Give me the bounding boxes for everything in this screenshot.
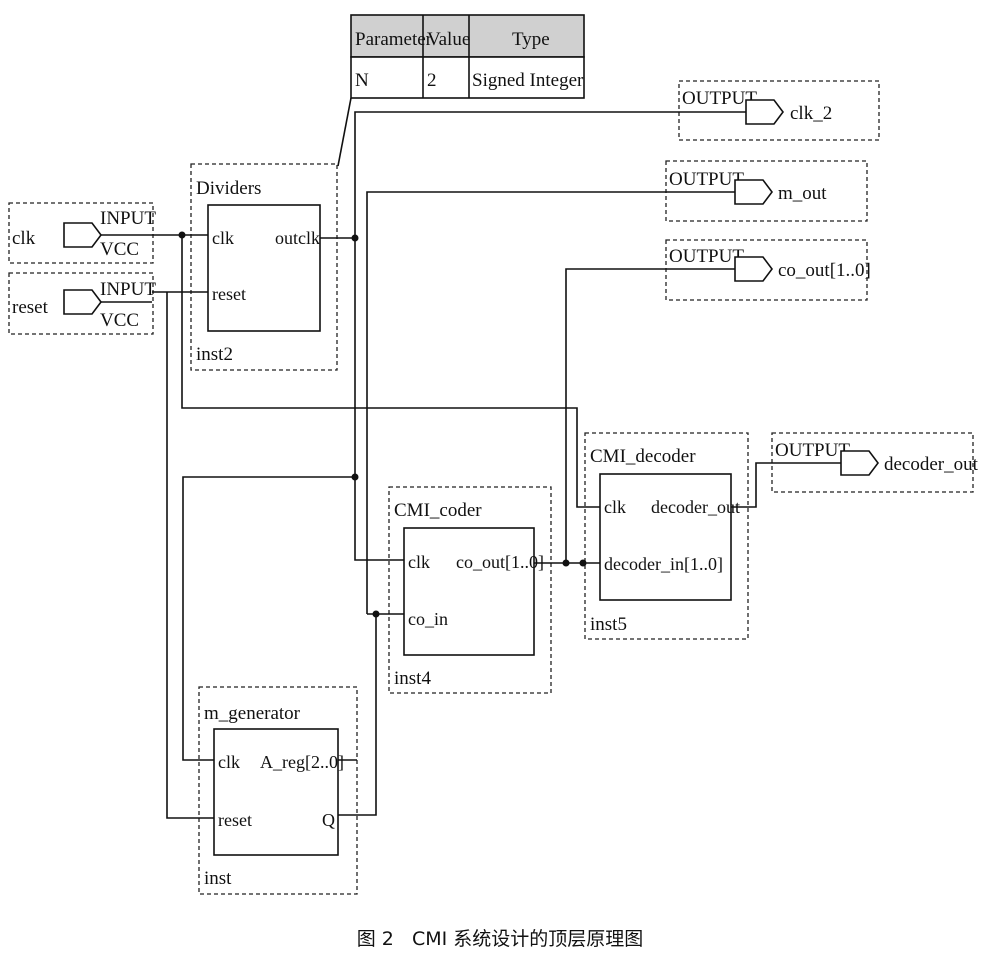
cmi-coder-instance: inst4 <box>394 668 431 689</box>
input-kind-clk: INPUT <box>100 208 156 229</box>
wire-clk2 <box>354 111 746 238</box>
m-generator-port-clk: clk <box>218 752 240 772</box>
cmi-coder-port-clk: clk <box>408 552 430 572</box>
input-name-reset: reset <box>12 297 49 318</box>
input-default-clk: VCC <box>100 239 139 260</box>
block-m-generator: m_generator clk reset A_reg[2..0] Q inst <box>198 686 358 895</box>
param-cell-value: 2 <box>427 70 437 91</box>
input-default-reset: VCC <box>100 310 139 331</box>
junction-dot <box>351 234 359 242</box>
figure-caption: 图 2 CMI 系统设计的顶层原理图 <box>357 928 644 950</box>
output-pin-decoder-out: OUTPUT decoder_out <box>771 432 979 493</box>
block-cmi-coder: CMI_coder clk co_in co_out[1..0] inst4 <box>388 486 552 694</box>
param-header-parameter: Parameter <box>355 29 433 50</box>
cmi-decoder-instance: inst5 <box>590 614 627 635</box>
junction-dot <box>372 610 380 618</box>
output-kind-decoder-out: OUTPUT <box>775 440 850 461</box>
input-kind-reset: INPUT <box>100 279 156 300</box>
junctions <box>178 231 587 618</box>
m-generator-port-a-reg: A_reg[2..0] <box>260 752 344 772</box>
junction-dot <box>579 559 587 567</box>
output-name-clk-2: clk_2 <box>790 103 832 124</box>
wire-decoder-out <box>731 462 841 508</box>
cmi-coder-title: CMI_coder <box>394 500 482 521</box>
param-header-type: Type <box>512 29 550 50</box>
dividers-instance: inst2 <box>196 344 233 365</box>
m-generator-instance: inst <box>204 868 232 889</box>
output-pin-m-out: OUTPUT m_out <box>665 160 868 222</box>
output-kind-clk-2: OUTPUT <box>682 88 757 109</box>
dividers-port-clk: clk <box>212 228 234 248</box>
dividers-port-reset: reset <box>212 284 246 304</box>
cmi-decoder-port-decoder-out: decoder_out <box>651 497 740 517</box>
block-dividers: Dividers clk reset outclk inst2 <box>190 163 338 371</box>
wire-clk-decoder <box>181 235 600 508</box>
output-name-m-out: m_out <box>778 183 827 204</box>
param-header-value: Value <box>427 29 470 50</box>
block-cmi-decoder: CMI_decoder clk decoder_in[1..0] decoder… <box>584 432 749 640</box>
output-pin-co-out: OUTPUT co_out[1..0] <box>665 239 871 301</box>
m-generator-port-reset: reset <box>218 810 252 830</box>
m-generator-port-q: Q <box>322 810 335 830</box>
input-name-clk: clk <box>12 228 36 249</box>
dividers-title: Dividers <box>196 178 261 199</box>
wire-outclk-coder <box>354 238 404 561</box>
input-pin-clk: clk INPUT VCC <box>8 202 156 264</box>
output-kind-m-out: OUTPUT <box>669 169 744 190</box>
output-pin-clk-2: OUTPUT clk_2 <box>678 80 880 141</box>
wire-co-out-pin <box>565 268 735 563</box>
param-cell-type: Signed Integer <box>472 70 584 91</box>
wire-reset-mgen <box>166 292 214 819</box>
cmi-decoder-title: CMI_decoder <box>590 446 696 467</box>
output-name-co-out: co_out[1..0] <box>778 260 871 281</box>
input-pin-reset: reset INPUT VCC <box>8 272 156 335</box>
m-generator-title: m_generator <box>204 703 301 724</box>
cmi-coder-port-co-out: co_out[1..0] <box>456 552 544 572</box>
wire-q <box>338 614 377 816</box>
cmi-coder-port-co-in: co_in <box>408 609 448 629</box>
junction-dot <box>178 231 186 239</box>
output-name-decoder-out: decoder_out <box>884 454 979 475</box>
junction-dot <box>351 473 359 481</box>
output-kind-co-out: OUTPUT <box>669 246 744 267</box>
cmi-decoder-port-decoder-in: decoder_in[1..0] <box>604 554 723 574</box>
cmi-decoder-port-clk: clk <box>604 497 626 517</box>
dividers-port-outclk: outclk <box>275 228 320 248</box>
junction-dot <box>562 559 570 567</box>
parameter-table: Parameter Value Type N 2 Signed Integer <box>337 14 585 167</box>
wire-outclk-mgen <box>182 476 355 761</box>
param-cell-name: N <box>355 70 369 91</box>
wire-m-out <box>366 191 735 614</box>
